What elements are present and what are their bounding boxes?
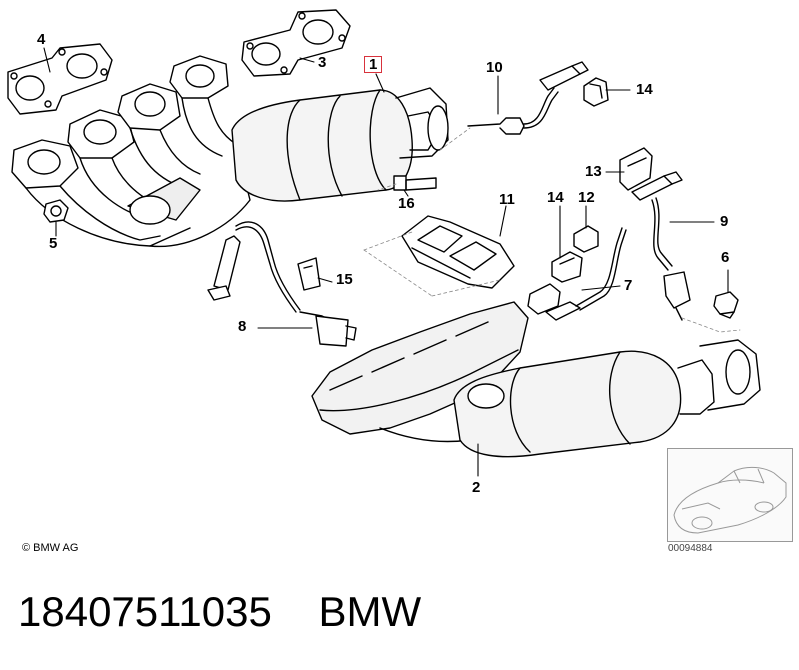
clip-13 <box>619 147 653 191</box>
reference-code: 00094884 <box>668 543 713 554</box>
clip-14-middle <box>551 251 583 283</box>
heat-shield-bracket-11 <box>401 215 515 289</box>
dashed-guide-lines <box>363 127 741 333</box>
callout-5[interactable]: 5 <box>49 235 58 252</box>
callout-9[interactable]: 9 <box>720 213 729 230</box>
clip-14-top <box>583 77 609 107</box>
brand-name: BMW <box>318 588 422 635</box>
oxygen-sensor-9 <box>631 171 691 321</box>
callout-3[interactable]: 3 <box>318 54 327 71</box>
gasket-4 <box>7 43 113 115</box>
part-number: 18407511035 <box>18 588 272 635</box>
nut-5 <box>43 199 69 223</box>
callout-2[interactable]: 2 <box>472 479 481 496</box>
manifold-front <box>11 55 449 248</box>
callout-15[interactable]: 15 <box>336 271 353 288</box>
callout-12[interactable]: 12 <box>578 189 595 206</box>
clip-15 <box>297 257 321 291</box>
leader-lines <box>43 47 729 477</box>
callout-6[interactable]: 6 <box>721 249 730 266</box>
oxygen-sensor-7 <box>527 227 627 321</box>
parts-diagram <box>7 9 761 477</box>
oxygen-sensor-8 <box>207 221 357 347</box>
callout-13[interactable]: 13 <box>585 163 602 180</box>
nut-6 <box>713 291 739 319</box>
callout-14-top[interactable]: 14 <box>636 81 653 98</box>
footer-caption: 18407511035 BMW <box>18 588 421 636</box>
car-outline-icon <box>673 466 787 534</box>
clip-12 <box>573 225 599 253</box>
gasket-3 <box>241 9 351 77</box>
callout-14-middle[interactable]: 14 <box>547 189 564 206</box>
callout-16[interactable]: 16 <box>398 195 415 212</box>
manifold-rear <box>311 301 761 458</box>
bolt-16 <box>393 175 437 191</box>
callout-10[interactable]: 10 <box>486 59 503 76</box>
callout-4[interactable]: 4 <box>37 31 46 48</box>
callout-1[interactable]: 1 <box>364 56 383 73</box>
callout-11[interactable]: 11 <box>499 191 515 208</box>
callout-8[interactable]: 8 <box>238 318 247 335</box>
oxygen-sensor-10 <box>467 61 589 135</box>
vehicle-thumbnail <box>667 448 793 542</box>
copyright-text: © BMW AG <box>22 542 79 554</box>
callout-7[interactable]: 7 <box>624 277 633 294</box>
